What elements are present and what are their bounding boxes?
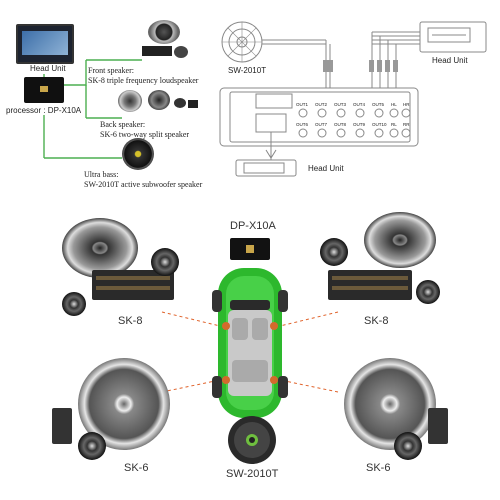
front-speaker-title: Front speaker: — [88, 66, 134, 75]
port-label: OUT3 — [334, 102, 347, 107]
back-speaker-desc: SK-6 two-way split speaker — [100, 130, 190, 139]
ultra-bass-title: Ultra bass: — [84, 170, 119, 179]
left-front-speaker-set — [62, 218, 179, 316]
right-front-speaker-set — [320, 212, 440, 304]
port-label: HR — [403, 102, 410, 107]
back-speaker-title: Back speaker: — [100, 120, 146, 129]
back-speaker-image — [118, 88, 198, 116]
right-rear-label: SK-6 — [366, 462, 391, 474]
port-label: OUT10 — [372, 122, 387, 127]
right-rear-speaker-set — [344, 358, 448, 460]
port-label: OUT1 — [296, 102, 309, 107]
processor-label-bottom: DP-X10A — [230, 220, 276, 232]
schematic-head-unit-bottom-label: Head Unit — [308, 164, 344, 173]
bottom-subwoofer-label: SW-2010T — [226, 468, 279, 480]
head-unit-image — [16, 24, 74, 64]
port-label: RL — [391, 122, 397, 127]
right-front-label: SK-8 — [364, 315, 389, 327]
schematic-head-unit-top-label: Head Unit — [432, 56, 468, 65]
front-speaker-desc: SK-8 triple frequency loudspeaker — [88, 76, 199, 85]
left-rear-speaker-set — [52, 358, 170, 460]
left-rear-label: SK-6 — [124, 462, 149, 474]
bottom-subwoofer — [228, 416, 276, 464]
port-label: OUT7 — [315, 122, 328, 127]
ultra-bass-desc: SW-2010T active subwoofer speaker — [84, 180, 203, 189]
port-label: OUT5 — [372, 102, 385, 107]
left-front-label: SK-8 — [118, 315, 143, 327]
port-label: OUT9 — [353, 122, 366, 127]
port-label: OUT2 — [315, 102, 328, 107]
subwoofer-image — [122, 138, 154, 170]
port-label: HL — [391, 102, 397, 107]
front-speaker-image — [140, 20, 192, 64]
port-label: OUT6 — [296, 122, 309, 127]
head-unit-label: Head Unit — [30, 64, 66, 73]
port-label: RR — [403, 122, 410, 127]
port-label: OUT8 — [334, 122, 347, 127]
port-label: OUT4 — [353, 102, 366, 107]
car-image — [212, 268, 288, 418]
processor-image — [24, 77, 64, 103]
processor-label: processor : DP-X10A — [6, 106, 82, 115]
schematic-subwoofer-label: SW-2010T — [228, 66, 267, 75]
